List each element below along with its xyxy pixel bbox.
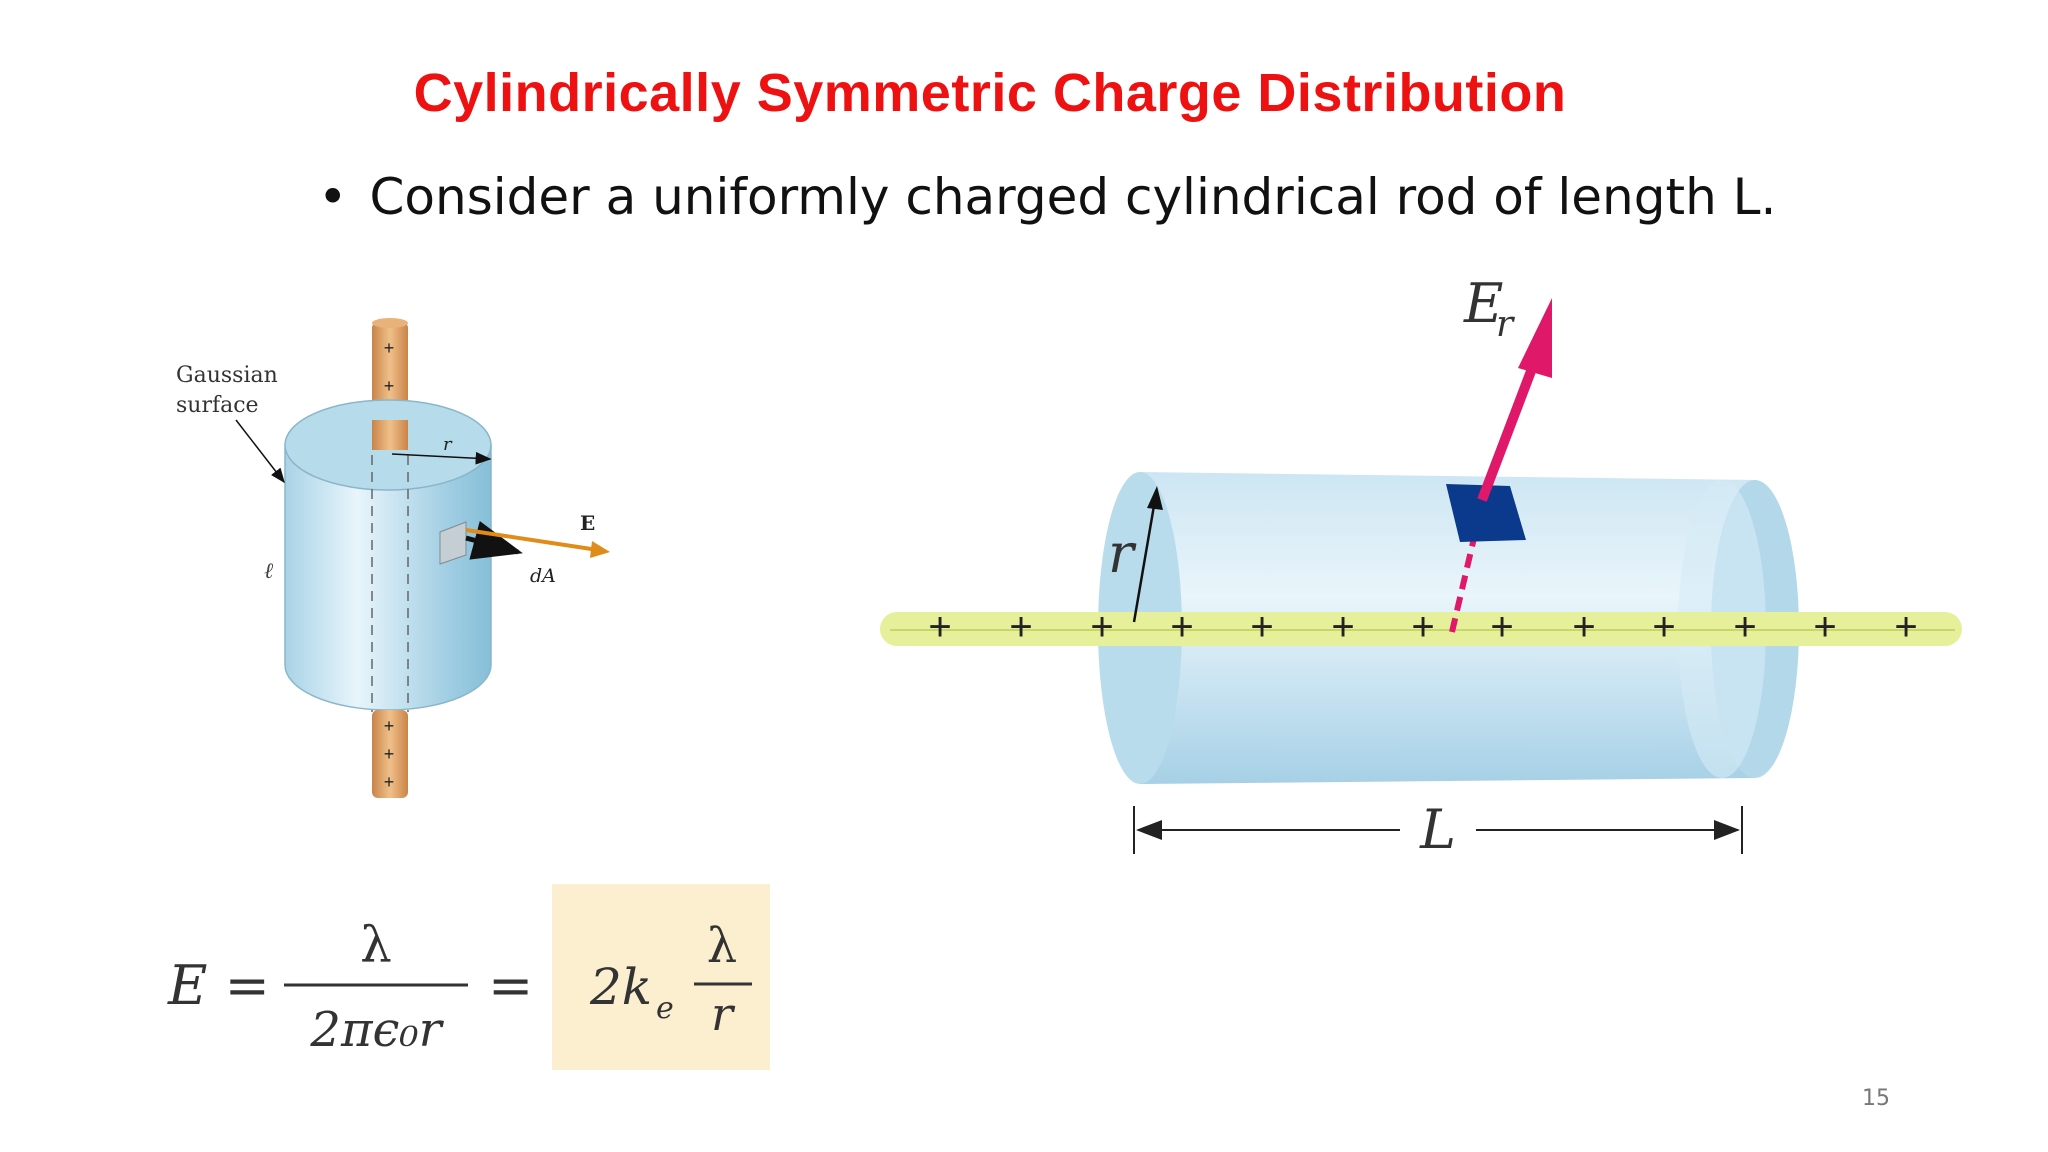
gaussian-surface-label: Gaussian bbox=[176, 363, 278, 388]
gaussian-cylinder-body bbox=[284, 444, 492, 711]
plus-sign: + bbox=[1652, 605, 1675, 649]
plus-sign: + bbox=[928, 605, 951, 649]
formula-denominator-2: r bbox=[711, 987, 736, 1041]
formula-coefficient: 2k bbox=[589, 958, 652, 1016]
field-label-sub: r bbox=[1496, 304, 1515, 345]
formula-coefficient-sub: e bbox=[656, 991, 674, 1026]
field-label: E bbox=[580, 511, 595, 535]
rod-top-inside bbox=[372, 420, 408, 450]
field-vector-arrow bbox=[465, 528, 599, 552]
plus-sign: + bbox=[1572, 605, 1595, 649]
plus-sign: + bbox=[1490, 605, 1513, 649]
plus-sign: + bbox=[1331, 605, 1354, 649]
area-patch bbox=[1446, 484, 1526, 542]
charged-rod-figure: E r r + + + + + + + + + + + + + L bbox=[880, 272, 1962, 861]
plus-sign: + bbox=[1733, 605, 1756, 649]
field-formula: E = λ 2πϵ₀r = 2k e λ r bbox=[167, 916, 752, 1058]
gaussian-cylinder-figure: + + + r E dA ℓ Gaussian surface + + + bbox=[176, 318, 610, 798]
plus-sign: + bbox=[1250, 605, 1273, 649]
plus-sign: + bbox=[384, 338, 395, 358]
page-number: 15 bbox=[1862, 1086, 1890, 1111]
rod-plus-signs: + + + + + + + + + + + + + bbox=[928, 605, 1917, 649]
area-element-patch bbox=[439, 521, 467, 565]
bullet-point: • Consider a uniformly charged cylindrica… bbox=[318, 168, 1776, 226]
plus-sign: + bbox=[384, 772, 395, 792]
plus-sign: + bbox=[384, 376, 395, 396]
plus-sign: + bbox=[1894, 605, 1917, 649]
radius-arrowhead bbox=[1147, 486, 1163, 510]
radius-arrow bbox=[391, 451, 492, 465]
formula-numerator: λ bbox=[360, 916, 392, 974]
plus-sign: + bbox=[1009, 605, 1032, 649]
bullet-text: Consider a uniformly charged cylindrical… bbox=[369, 168, 1777, 226]
field-label-main: E bbox=[1463, 272, 1503, 335]
plus-sign: + bbox=[1411, 605, 1434, 649]
length-label: L bbox=[1419, 798, 1456, 861]
radius-label: r bbox=[1108, 522, 1137, 585]
plus-sign: + bbox=[1813, 605, 1836, 649]
bullet-dot: • bbox=[318, 168, 348, 226]
gaussian-pointer-line bbox=[235, 419, 285, 484]
field-arrowhead bbox=[1518, 298, 1552, 378]
formula-highlight-box bbox=[552, 884, 770, 1070]
rod-bottom bbox=[372, 710, 408, 798]
formula-equals: = bbox=[488, 954, 533, 1017]
field-arrow-shaft bbox=[1477, 356, 1541, 502]
rod-top-cap bbox=[372, 318, 408, 328]
radius-arrow bbox=[1132, 493, 1158, 623]
area-vector-arrow bbox=[465, 520, 523, 560]
length-arrowhead-left bbox=[1136, 820, 1162, 840]
radius-label: r bbox=[443, 434, 453, 455]
area-label: dA bbox=[530, 565, 556, 587]
formula-lhs: E = bbox=[167, 954, 270, 1017]
length-label: ℓ bbox=[264, 559, 274, 584]
formula-numerator-2: λ bbox=[707, 918, 737, 974]
slide-title: Cylindrically Symmetric Charge Distribut… bbox=[413, 63, 1567, 123]
field-arrow-dashed-part bbox=[1449, 537, 1477, 633]
length-arrowhead-right bbox=[1714, 820, 1740, 840]
plus-sign: + bbox=[384, 716, 395, 736]
plus-sign: + bbox=[1090, 605, 1113, 649]
gaussian-surface-label: surface bbox=[176, 393, 259, 418]
formula-denominator: 2πϵ₀r bbox=[309, 1002, 444, 1058]
plus-sign: + bbox=[384, 744, 395, 764]
plus-sign: + bbox=[1170, 605, 1193, 649]
field-arrowhead bbox=[590, 541, 610, 558]
